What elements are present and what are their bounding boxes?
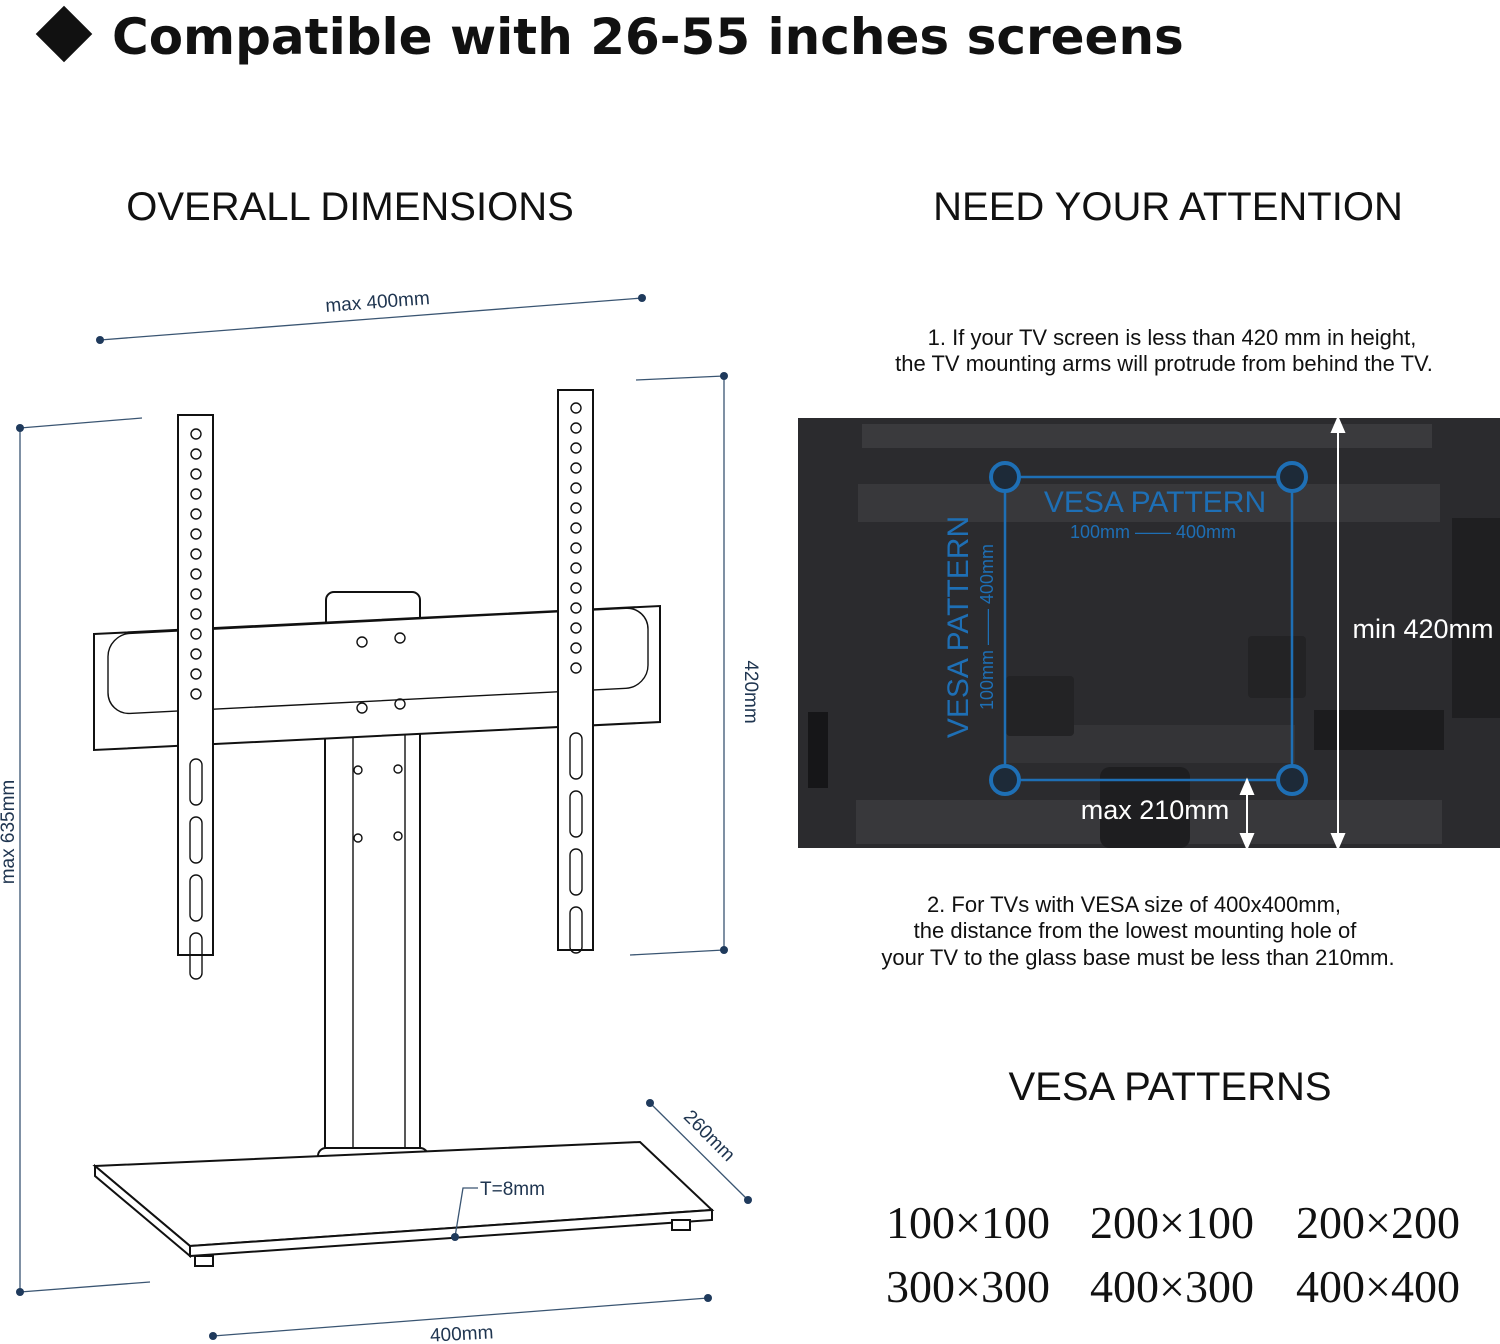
arm-slot	[569, 848, 583, 896]
vesa-label-horizontal: VESA PATTERN	[1044, 486, 1266, 519]
arm-hole	[570, 482, 582, 494]
top-width-label: max 400mm	[325, 288, 431, 317]
arm-hole	[190, 508, 202, 520]
arm-height-label: 420mm	[740, 660, 761, 723]
vesa-patterns-heading: VESA PATTERNS	[1008, 1065, 1331, 1109]
attention-heading: NEED YOUR ATTENTION	[933, 185, 1403, 229]
arm-hole	[570, 642, 582, 654]
arm-hole	[570, 402, 582, 414]
base-width-label: 400mm	[430, 1322, 494, 1344]
diamond-bullet-icon	[35, 5, 93, 63]
arm-slot	[189, 932, 203, 980]
note1-line2: the TV mounting arms will protrude from …	[895, 351, 1433, 376]
arm-hole	[570, 442, 582, 454]
arm-hole	[190, 688, 202, 700]
arm-hole	[190, 568, 202, 580]
arm-slot	[569, 906, 583, 954]
vesa-patterns-grid: 100×100 200×100 200×200 300×300 400×300 …	[886, 1197, 1460, 1312]
arm-slot	[189, 758, 203, 806]
tv-stand-drawing	[92, 389, 715, 1267]
max-distance-label: max 210mm	[1081, 795, 1230, 825]
arm-hole	[190, 468, 202, 480]
arm-hole	[570, 662, 582, 674]
note2-line3: your TV to the glass base must be less t…	[881, 945, 1394, 970]
vesa-range-vertical: 100mm —— 400mm	[977, 544, 997, 710]
arm-hole	[190, 628, 202, 640]
arm-hole	[570, 522, 582, 534]
arm-hole	[570, 602, 582, 614]
arm-hole	[190, 668, 202, 680]
vesa-pattern-item: 200×100	[1090, 1197, 1254, 1248]
note2-line2: the distance from the lowest mounting ho…	[914, 918, 1358, 943]
arm-hole	[570, 502, 582, 514]
arm-hole	[570, 622, 582, 634]
arm-hole	[190, 488, 202, 500]
arm-slot	[189, 816, 203, 864]
arm-hole	[570, 542, 582, 554]
vesa-pattern-item: 400×300	[1090, 1261, 1254, 1312]
note1-line1: 1. If your TV screen is less than 420 mm…	[928, 325, 1417, 350]
arm-slot	[189, 874, 203, 922]
arm-hole	[190, 588, 202, 600]
arm-hole	[570, 562, 582, 574]
arm-hole	[190, 648, 202, 660]
arm-hole	[190, 548, 202, 560]
vesa-label-vertical: VESA PATTERN	[942, 516, 975, 738]
arm-hole	[190, 428, 202, 440]
vesa-pattern-item: 300×300	[886, 1261, 1050, 1312]
arm-hole	[190, 528, 202, 540]
arm-hole	[570, 582, 582, 594]
vesa-pattern-overlay	[989, 461, 1308, 796]
overall-dimensions-heading: OVERALL DIMENSIONS	[126, 185, 574, 229]
glass-thickness-label: T=8mm	[480, 1179, 545, 1200]
arm-slot	[569, 790, 583, 838]
vesa-pattern-item: 400×400	[1296, 1261, 1460, 1312]
arm-hole	[190, 448, 202, 460]
base-depth-label: 260mm	[679, 1106, 739, 1166]
vesa-range-horizontal: 100mm —— 400mm	[1070, 522, 1236, 542]
arm-slot	[569, 732, 583, 780]
tv-back-photo	[798, 418, 1500, 848]
height-arrows	[1239, 415, 1346, 851]
note2-line1: 2. For TVs with VESA size of 400x400mm,	[927, 892, 1341, 917]
arm-hole	[190, 608, 202, 620]
page-title: Compatible with 26-55 inches screens	[112, 8, 1184, 66]
dimension-lines	[16, 294, 752, 1340]
min-height-label: min 420mm	[1352, 614, 1493, 644]
vesa-pattern-item: 100×100	[886, 1197, 1050, 1248]
arm-hole	[570, 422, 582, 434]
vesa-pattern-item: 200×200	[1296, 1197, 1460, 1248]
arm-hole	[570, 462, 582, 474]
total-height-label: max 635mm	[0, 780, 19, 885]
